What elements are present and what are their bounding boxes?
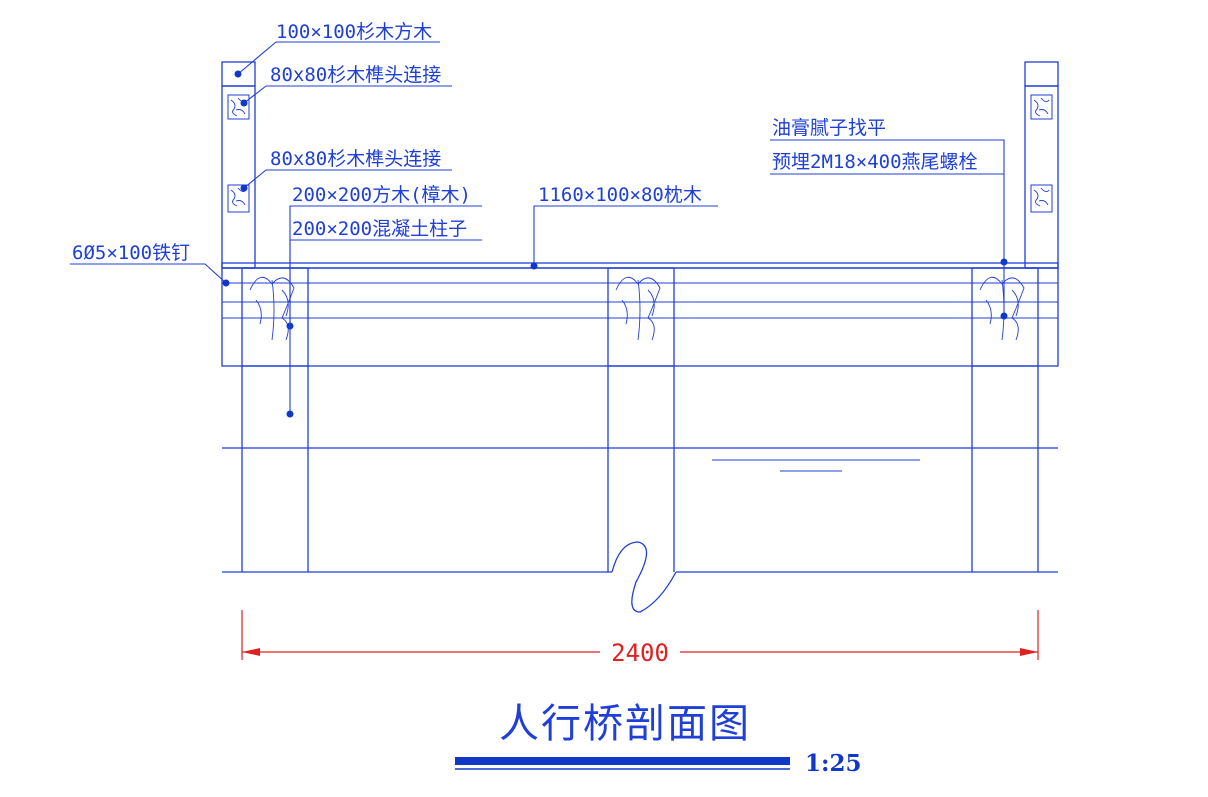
- leader-dot: [234, 70, 242, 78]
- right-tenon-upper: [1030, 94, 1053, 120]
- leader-dot: [240, 99, 248, 107]
- leader-iron-nail: [70, 263, 227, 284]
- right-lower-carving: [1033, 187, 1050, 207]
- span-dimension: 2400: [241, 610, 1039, 667]
- annotation-leaders: [70, 41, 1008, 418]
- dimension-arrow-left: [242, 648, 260, 656]
- leader-dot: [530, 262, 538, 270]
- leader-dot: [286, 410, 294, 418]
- label-iron-nail: 6Ø5×100铁钉: [72, 242, 190, 264]
- label-putty: 油膏腻子找平: [772, 116, 886, 139]
- leader-dot: [1000, 312, 1008, 320]
- title-underline-bar: [455, 757, 790, 765]
- left-tenon-upper: [227, 94, 250, 120]
- leader-dot: [222, 279, 230, 287]
- leader-tenon-lower: [243, 169, 452, 189]
- left-tenon-lower: [227, 184, 250, 213]
- label-beam-timber: 200×200方木(樟木): [292, 184, 471, 206]
- leader-putty: [770, 139, 1005, 262]
- label-sleeper: 1160×100×80枕木: [538, 184, 702, 206]
- leader-concrete-column: [289, 239, 482, 414]
- right-post-cap: [1024, 61, 1059, 87]
- label-concrete-column: 200×200混凝土柱子: [292, 218, 467, 240]
- leader-sleeper: [533, 205, 718, 266]
- leader-post-cap: [237, 41, 440, 75]
- label-tenon-lower: 80x80杉木榫头连接: [270, 148, 441, 170]
- label-post-cap: 100×100杉木方木: [276, 21, 432, 43]
- column-head-carvings: [249, 276, 1025, 341]
- leader-dot: [240, 184, 248, 192]
- label-tenon-upper: 80x80杉木榫头连接: [270, 64, 441, 86]
- drawing-title: 人行桥剖面图: [499, 701, 751, 747]
- right-railing-post: [1024, 85, 1059, 269]
- label-bolt: 预埋2M18×400燕尾螺栓: [772, 151, 978, 173]
- dimension-value: 2400: [611, 639, 669, 667]
- sleeper-deck: [221, 262, 1059, 269]
- leader-tenon-upper: [243, 85, 452, 104]
- right-tenon-lower: [1030, 184, 1053, 213]
- bridge-structure: [221, 61, 1059, 613]
- middle-column-head: [607, 267, 675, 367]
- break-symbol: [611, 541, 677, 613]
- right-column-head: [971, 267, 1039, 367]
- right-upper-carving: [1033, 97, 1050, 117]
- left-railing-post: [221, 85, 256, 269]
- drawing-scale: 1:25: [805, 750, 862, 777]
- dimension-arrow-right: [1020, 648, 1038, 656]
- left-column-head: [241, 267, 309, 367]
